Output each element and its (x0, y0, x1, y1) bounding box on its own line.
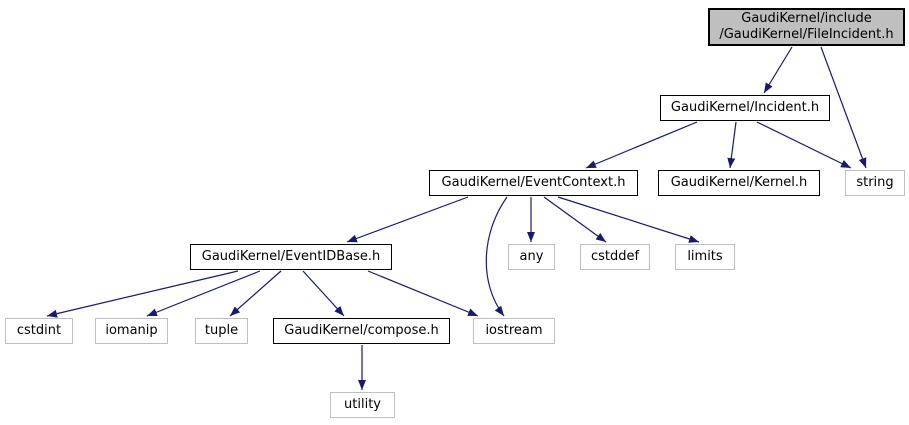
node-cstdint: cstdint (5, 318, 73, 344)
edge-eventidbase-to-compose (302, 270, 345, 317)
edge-incident-to-string (756, 121, 852, 169)
node-cstdint-label: cstdint (16, 323, 62, 338)
edge-incident-to-kernel (727, 121, 737, 169)
node-kernel-h[interactable]: GaudiKernel/Kernel.h (658, 170, 820, 196)
edge-eventidbase-to-tuple (229, 270, 282, 317)
node-fileincident-h: GaudiKernel/include /GaudiKernel/FileInc… (708, 8, 905, 46)
node-iostream: iostream (473, 318, 555, 344)
node-eventidbase-h[interactable]: GaudiKernel/EventIDBase.h (190, 244, 392, 270)
node-any: any (508, 244, 555, 270)
node-compose-label: GaudiKernel/compose.h (284, 323, 439, 338)
node-utility-label: utility (344, 397, 381, 412)
node-cstddef: cstddef (580, 244, 650, 270)
edge-eventcontext-to-cstddef (543, 196, 607, 243)
node-string-label: string (856, 175, 894, 190)
edge-eventidbase-to-iomanip (146, 270, 261, 317)
node-cstddef-label: cstddef (590, 249, 640, 264)
edge-eventcontext-to-iostream (485, 196, 508, 317)
node-limits: limits (675, 244, 735, 270)
node-incident-h[interactable]: GaudiKernel/Incident.h (660, 95, 830, 121)
edge-incident-to-eventcontext (585, 121, 698, 169)
node-tuple-label: tuple (204, 323, 239, 338)
node-kernel-label: GaudiKernel/Kernel.h (670, 175, 808, 190)
node-fileincident-label: GaudiKernel/include /GaudiKernel/FileInc… (719, 11, 894, 42)
node-tuple: tuple (195, 318, 248, 344)
node-utility: utility (330, 392, 395, 418)
node-any-label: any (519, 249, 544, 264)
edge-eventidbase-to-iostream (367, 270, 479, 317)
node-incident-label: GaudiKernel/Incident.h (670, 100, 820, 115)
node-compose-h[interactable]: GaudiKernel/compose.h (273, 318, 450, 344)
node-iomanip: iomanip (95, 318, 168, 344)
node-eventcontext-h[interactable]: GaudiKernel/EventContext.h (429, 170, 638, 196)
node-limits-label: limits (687, 249, 723, 264)
edge-eventcontext-to-eventidbase (346, 196, 469, 243)
edge-fileincident-to-string (820, 46, 867, 169)
node-iostream-label: iostream (485, 323, 543, 338)
node-eventcontext-label: GaudiKernel/EventContext.h (441, 175, 626, 190)
edge-eventcontext-to-limits (557, 196, 700, 243)
node-iomanip-label: iomanip (105, 323, 158, 338)
node-string: string (845, 170, 905, 196)
edge-fileincident-to-incident (763, 46, 793, 94)
edge-eventidbase-to-cstdint (46, 270, 239, 318)
node-eventidbase-label: GaudiKernel/EventIDBase.h (201, 249, 381, 264)
